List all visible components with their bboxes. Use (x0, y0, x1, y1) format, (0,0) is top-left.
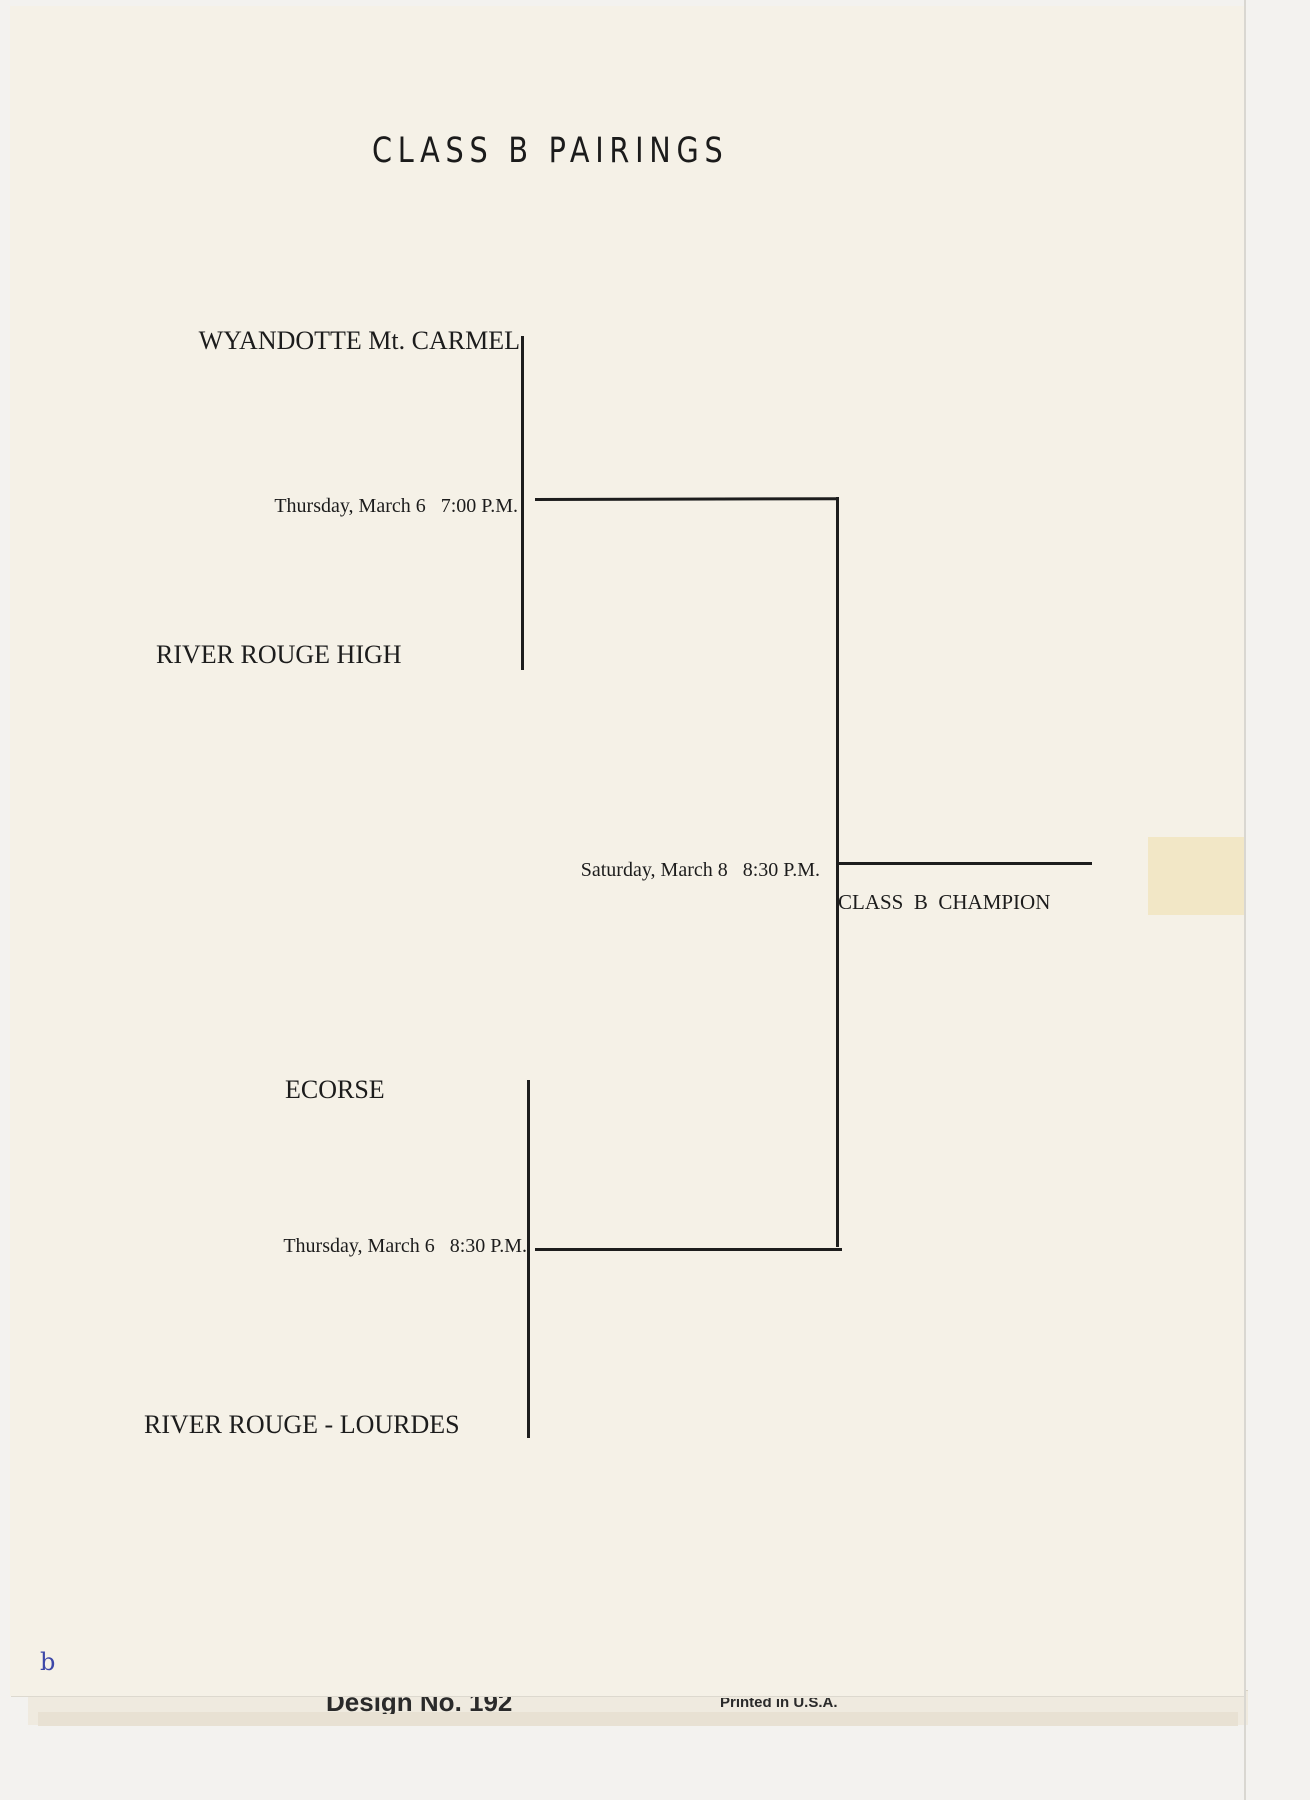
final-vertical-line (836, 497, 839, 1247)
team-ecorse: ECORSE (285, 1075, 385, 1104)
tape-strip (1148, 837, 1244, 915)
team-river-rouge-high: RIVER ROUGE HIGH (156, 640, 402, 669)
program-page (10, 6, 1244, 1696)
final-time: Saturday, March 8 8:30 P.M. (580, 859, 820, 881)
underlying-sheet-edge (38, 1712, 1238, 1726)
team-river-rouge-lourdes: RIVER ROUGE - LOURDES (144, 1410, 460, 1439)
footer-printed-in: Printed in U.S.A. (720, 1698, 838, 1710)
footer-design-number: Design No. 192 (326, 1694, 513, 1714)
game1-vertical-line (521, 336, 524, 670)
game1-time: Thursday, March 6 7:00 P.M. (274, 495, 518, 517)
team-wyandotte-mt-carmel: WYANDOTTE Mt. CARMEL (198, 326, 520, 355)
game2-time: Thursday, March 6 8:30 P.M. (283, 1235, 527, 1257)
champion-line (839, 862, 1092, 865)
game2-vertical-line (527, 1080, 530, 1438)
game2-connector-line (535, 1248, 842, 1251)
page-edge (1244, 0, 1246, 1800)
page-title: CLASS B PAIRINGS (372, 131, 729, 171)
champion-label: CLASS B CHAMPION (838, 890, 1051, 914)
handwritten-mark: b (40, 1648, 56, 1676)
